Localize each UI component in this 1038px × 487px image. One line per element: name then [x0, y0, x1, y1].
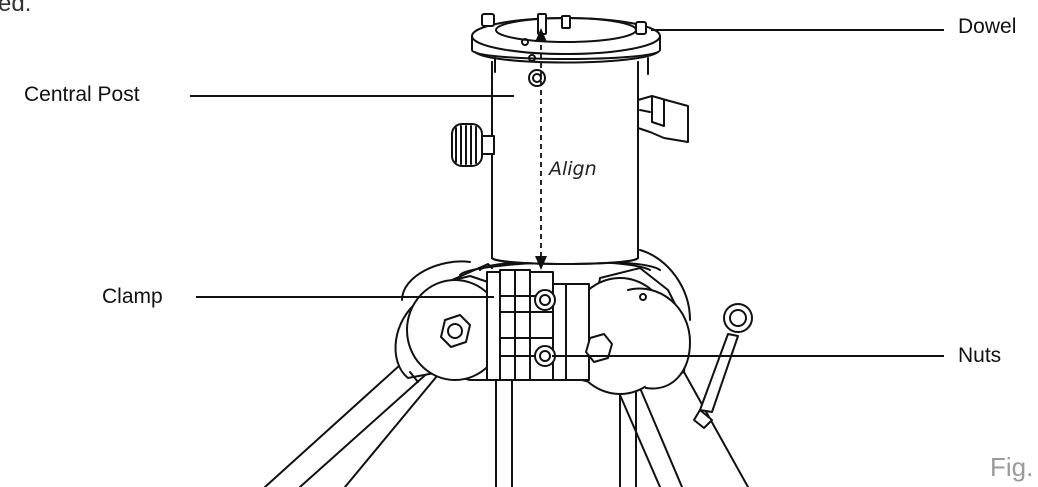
label-central-post: Central Post	[24, 83, 140, 106]
align-arrow	[535, 28, 547, 270]
leader-lines	[190, 29, 944, 357]
label-nuts: Nuts	[958, 344, 1002, 367]
label-dowel: Dowel	[958, 15, 1017, 38]
figure-caption: Fig.	[990, 452, 1034, 482]
cropped-heading-text: ed.	[0, 0, 32, 17]
label-align: Align	[549, 158, 597, 180]
label-clamp: Clamp	[102, 285, 163, 308]
